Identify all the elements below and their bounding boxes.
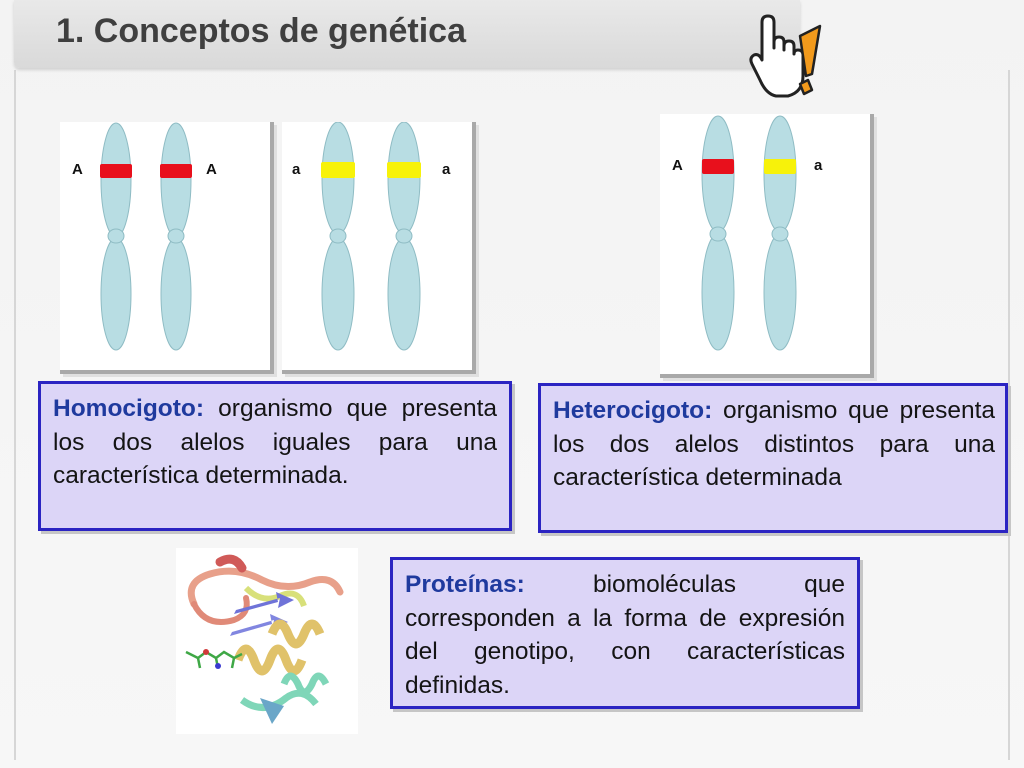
chromosome-right [763,115,797,351]
term-heterocigoto: Heterocigoto: [553,397,713,424]
allele-label-left: A [672,157,683,174]
allele-band [702,159,734,174]
definition-text-proteinas: biomoléculas que corresponden a la forma… [405,571,845,699]
chromosome-left [100,122,132,351]
allele-band [387,162,421,178]
allele-label-right: a [814,157,823,174]
term-homocigoto: Homocigoto: [53,395,205,422]
allele-band [764,159,796,174]
chromosome-right [387,122,421,351]
allele-label-right: A [206,161,217,178]
allele-band [100,164,132,178]
term-proteinas: Proteínas: [405,571,525,598]
chromosome-pair-Aa: A a [672,115,823,351]
chromosome-right [160,122,192,351]
chromosome-pair-aa: a a [292,122,451,351]
chromosome-panel-aa: a a [282,122,476,374]
slide-title: 1. Conceptos de genética [56,12,466,50]
left-frame-line [14,70,16,760]
definition-homocigoto: Homocigoto: organismo que presenta los d… [38,381,512,531]
definition-proteinas: Proteínas: biomoléculas que corresponden… [390,557,860,709]
allele-band [321,162,355,178]
allele-label-left: a [292,161,301,178]
protein-ribbon-illustration [185,554,344,724]
chromosome-pair-AA: A A [72,122,217,351]
chromosome-left [321,122,355,351]
allele-label-left: A [72,161,83,178]
definition-text-homocigoto: organismo que presenta los dos alelos ig… [53,395,497,489]
allele-band [160,164,192,178]
chromosome-left [701,115,735,351]
chromosome-panel-Aa: A a [660,114,874,378]
definition-heterocigoto: Heterocigoto: organismo que presenta los… [538,383,1008,533]
chromosome-panel-AA: A A [60,122,274,374]
allele-label-right: a [442,161,451,178]
protein-structure-image [176,548,358,734]
hand-exclamation-icon [749,14,822,98]
title-bar: 1. Conceptos de genética [14,0,800,68]
right-frame-line [1008,70,1010,760]
definition-text-heterocigoto: organismo que presenta los dos alelos di… [553,397,995,491]
